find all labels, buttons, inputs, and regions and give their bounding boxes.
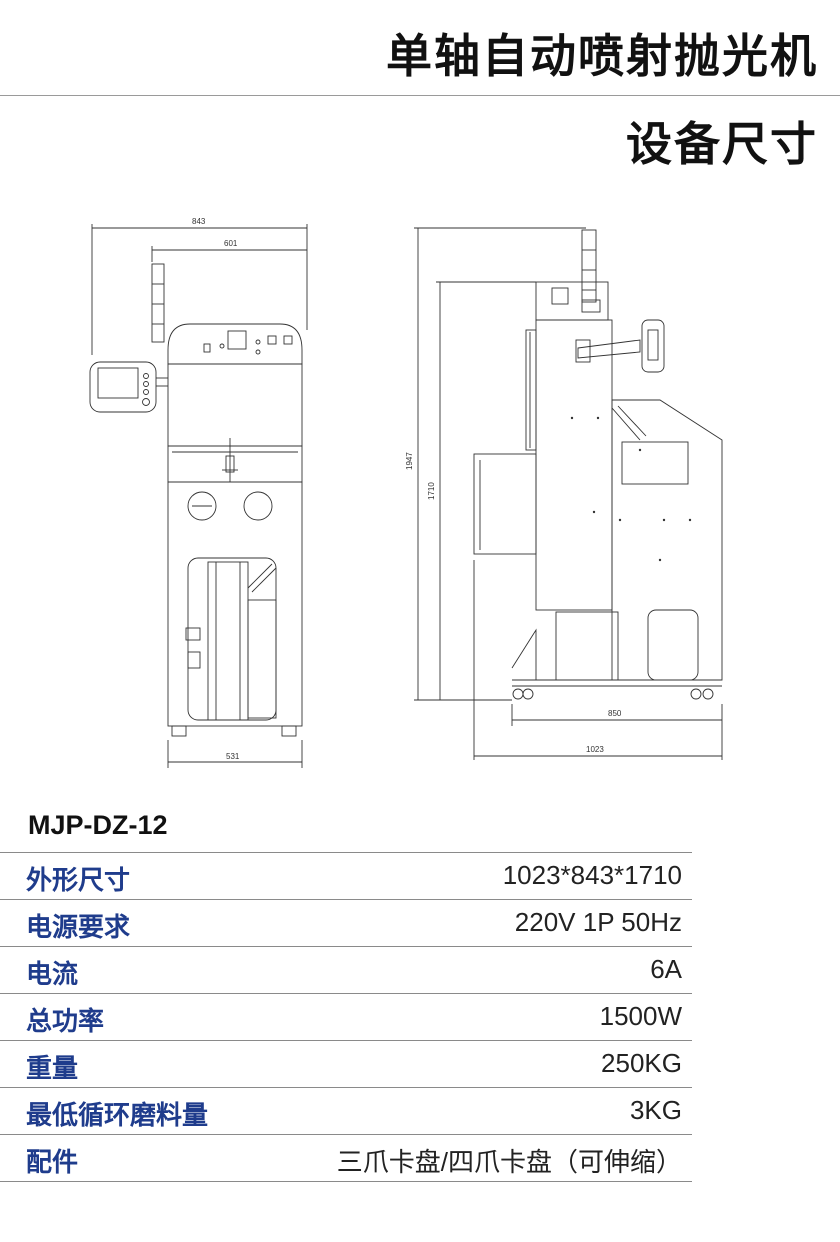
spec-value: 1500W [599,1001,682,1031]
spec-key: 重量 [26,1054,79,1084]
spec-row: 电源要求 220V 1P 50Hz [0,899,692,946]
dim-total-height: 1947 [405,452,414,470]
page-subtitle: 设备尺寸 [626,117,818,171]
dim-inner-width: 601 [224,239,238,248]
spec-key: 电源要求 [26,913,131,943]
spec-row: 配件 三爪卡盘/四爪卡盘（可伸缩） [0,1134,692,1182]
page-title: 单轴自动喷射抛光机 [386,29,818,83]
spec-value: 三爪卡盘/四爪卡盘（可伸缩） [336,1147,682,1177]
dim-base-depth: 850 [608,709,622,718]
spec-table: 外形尺寸 1023*843*1710 电源要求 220V 1P 50Hz 电流 … [0,852,692,1182]
model-number: MJP-DZ-12 [28,810,168,840]
spec-key: 最低循环磨料量 [26,1101,209,1131]
spec-value: 250KG [601,1048,682,1078]
spec-value: 1023*843*1710 [502,860,682,890]
spec-row: 最低循环磨料量 3KG [0,1087,692,1134]
spec-value: 220V 1P 50Hz [514,907,682,937]
spec-key: 外形尺寸 [26,866,131,896]
spec-key: 配件 [26,1148,79,1178]
dim-body-height: 1710 [427,482,436,500]
spec-value: 6A [650,954,682,984]
dim-overall-depth: 1023 [586,745,604,754]
spec-value: 3KG [629,1095,682,1125]
dim-base-width: 531 [226,752,240,761]
technical-drawing: 843 601 531 1947 1710 850 1023 [89,217,723,768]
title-divider [0,95,840,96]
spec-row: 重量 250KG [0,1040,692,1087]
spec-row: 外形尺寸 1023*843*1710 [0,852,692,899]
spec-key: 总功率 [26,1007,105,1037]
spec-row: 总功率 1500W [0,993,692,1040]
spec-row: 电流 6A [0,946,692,993]
dim-overall-width: 843 [192,217,206,226]
spec-key: 电流 [26,960,79,990]
